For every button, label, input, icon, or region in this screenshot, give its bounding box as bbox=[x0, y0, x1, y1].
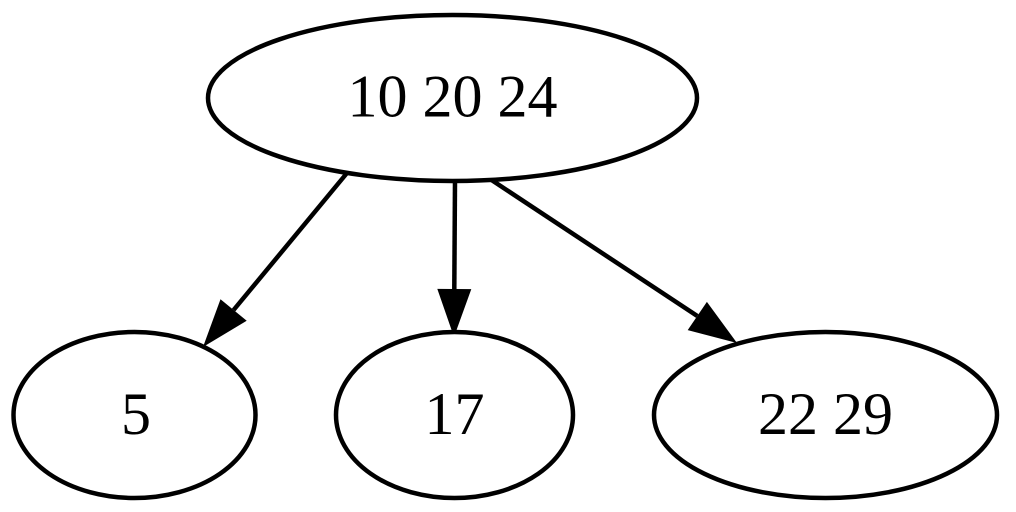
edge-line-root-to-child-middle bbox=[452, 179, 458, 290]
node-root-label: 10 20 24 bbox=[348, 64, 558, 130]
node-child-left-ellipse bbox=[11, 329, 258, 501]
edge-line-root-to-child-right bbox=[485, 175, 699, 318]
node-child-right: 22 29 bbox=[651, 329, 1000, 501]
edge-root-to-child-right bbox=[485, 175, 737, 343]
arrowhead-icon bbox=[203, 299, 247, 347]
node-child-left: 5 bbox=[11, 329, 258, 501]
arrowhead-icon bbox=[437, 288, 472, 337]
edge-root-to-child-left bbox=[203, 171, 349, 347]
arrowhead-icon bbox=[687, 301, 737, 343]
node-child-left-label: 5 bbox=[121, 381, 151, 447]
edge-root-to-child-middle bbox=[437, 179, 472, 337]
node-child-middle-label: 17 bbox=[425, 381, 485, 447]
node-child-middle-ellipse bbox=[333, 329, 576, 501]
node-child-right-ellipse bbox=[651, 329, 1000, 501]
node-root: 10 20 24 bbox=[205, 12, 700, 184]
edge-line-root-to-child-left bbox=[231, 171, 349, 312]
node-child-middle: 17 bbox=[333, 329, 576, 501]
node-child-right-label: 22 29 bbox=[758, 381, 893, 447]
node-root-ellipse bbox=[205, 12, 700, 184]
